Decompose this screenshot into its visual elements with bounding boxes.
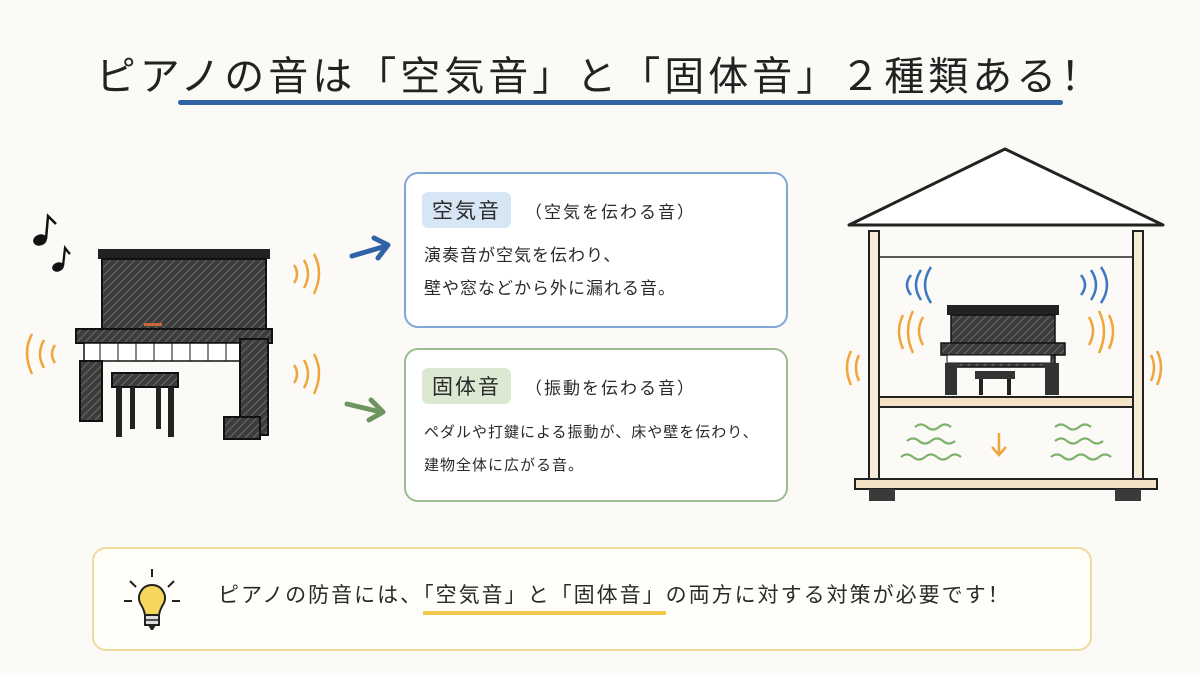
tip-text-prefix: ピアノの防音には、 xyxy=(218,583,424,607)
air-sound-box: 空気音 （空気を伝わる音） 演奏音が空気を伝わり、 壁や窓などから外に漏れる音。 xyxy=(404,172,788,328)
solid-sound-label: 固体音 xyxy=(422,368,511,404)
solid-sound-desc-line2: 建物全体に広がる音。 xyxy=(424,456,585,474)
arrow-down-icon xyxy=(991,433,1007,457)
sound-wave-icon xyxy=(292,253,321,295)
air-sound-label: 空気音 xyxy=(422,192,511,228)
arrow-right-icon xyxy=(349,235,391,261)
solid-sound-box: 固体音 （振動を伝わる音） ペダルや打鍵による振動が、床や壁を伝わり、 建物全体… xyxy=(404,348,788,502)
sound-wave-icon xyxy=(25,333,57,375)
air-sound-desc-line1: 演奏音が空気を伝わり、 xyxy=(424,246,622,266)
solid-sound-desc-line1: ペダルや打鍵による振動が、床や壁を伝わり、 xyxy=(424,423,759,441)
sound-wave-icon xyxy=(292,353,321,395)
air-sound-desc-line2: 壁や窓などから外に漏れる音。 xyxy=(424,279,676,299)
air-sound-subtitle: （空気を伝わる音） xyxy=(525,202,696,223)
tip-box: ピアノの防音には、「空気音」と「固体音」の両方に対する対策が必要です！ xyxy=(92,547,1092,651)
music-note-icon xyxy=(33,213,71,272)
piano-icon xyxy=(75,249,273,440)
lightbulb-icon xyxy=(124,569,180,630)
tip-text: ピアノの防音には、「空気音」と「固体音」の両方に対する対策が必要です！ xyxy=(218,579,1011,615)
house-icon xyxy=(845,147,1165,501)
tip-text-suffix: の両方に対する対策が必要です！ xyxy=(665,583,1011,607)
tip-text-highlight: 「空気音」と「固体音」 xyxy=(423,583,666,615)
arrow-right-icon xyxy=(344,397,386,423)
title-underline xyxy=(178,100,1063,105)
page-title: ピアノの音は「空気音」と「固体音」２種類ある！ xyxy=(95,54,1105,100)
solid-sound-subtitle: （振動を伝わる音） xyxy=(525,378,696,399)
